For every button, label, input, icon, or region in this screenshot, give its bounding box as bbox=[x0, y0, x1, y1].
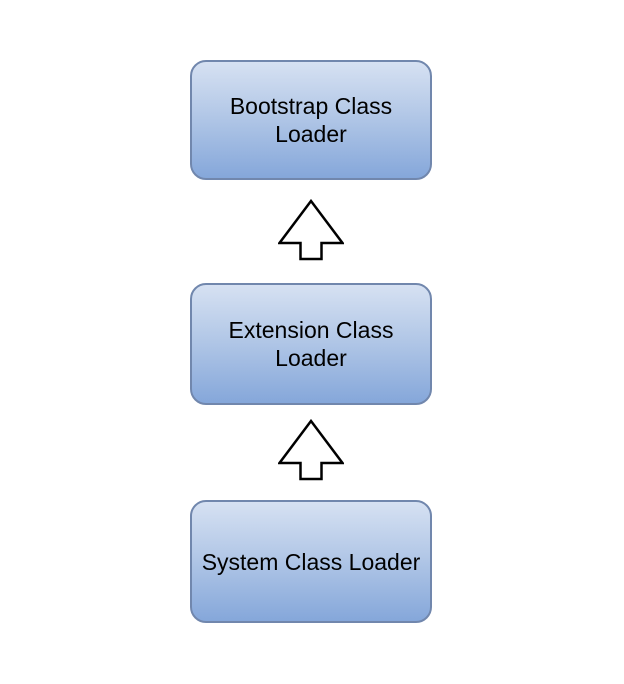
up-arrow-icon bbox=[278, 199, 344, 261]
node-system-class-loader: System Class Loader bbox=[190, 500, 432, 623]
node-extension-label: Extension Class Loader bbox=[228, 317, 394, 371]
node-bootstrap-label: Bootstrap Class Loader bbox=[229, 93, 393, 147]
node-bootstrap-class-loader: Bootstrap Class Loader bbox=[190, 60, 432, 180]
up-arrow-icon bbox=[278, 419, 344, 481]
node-system-label: System Class Loader bbox=[201, 548, 421, 575]
node-extension-class-loader: Extension Class Loader bbox=[190, 283, 432, 405]
